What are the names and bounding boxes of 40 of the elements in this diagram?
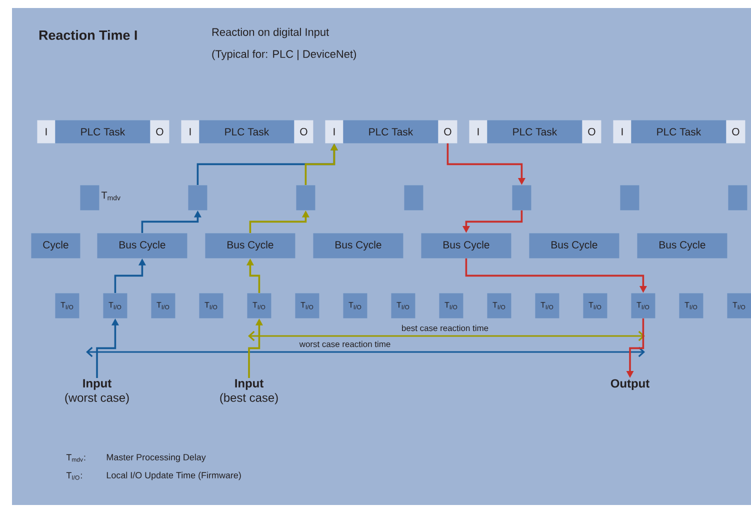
timing-block: PLC Task: [55, 120, 150, 144]
timing-block: Bus Cycle: [205, 233, 296, 258]
io-label: Input (best case): [220, 379, 278, 404]
io-block: I: [181, 120, 200, 144]
timing-block: Bus Cycle: [313, 233, 404, 258]
delay-block: [512, 185, 532, 210]
delay-block: [296, 185, 316, 210]
delay-block: [188, 185, 208, 210]
io-block: I: [37, 120, 56, 144]
timing-block: Cycle: [31, 233, 80, 258]
timing-block: PLC Task: [343, 120, 438, 144]
delay-block: [404, 185, 424, 210]
io-label: Output: [610, 379, 650, 390]
timing-block: PLC Task: [487, 120, 582, 144]
timing-block: PLC Task: [199, 120, 294, 144]
timing-block: Bus Cycle: [97, 233, 188, 258]
io-block: O: [726, 120, 746, 144]
timing-block: PLC Task: [631, 120, 726, 144]
delay-block: [728, 185, 748, 210]
delay-block: [620, 185, 640, 210]
io-label: Input (worst case): [65, 379, 129, 404]
delay-block: [80, 185, 100, 210]
io-block: I: [325, 120, 344, 144]
title: Reaction Time I: [39, 30, 137, 40]
key-symbol: T$_{mdv}$:: [66, 454, 86, 462]
io-block: O: [582, 120, 602, 144]
subtitle: (Typical for: PLC | DeviceNet): [212, 50, 356, 60]
key-text: Master Processing Delay: [106, 454, 206, 462]
io-block: O: [150, 120, 170, 144]
io-block: I: [469, 120, 488, 144]
delay-label: T$_{mdv}$: [101, 192, 120, 200]
key-symbol: T$_{I/O}$:: [66, 472, 82, 480]
subtitle: Reaction on digital Input: [212, 28, 329, 38]
timing-block: Bus Cycle: [529, 233, 620, 258]
io-block: I: [613, 120, 632, 144]
io-block: O: [294, 120, 314, 144]
timing-block: Bus Cycle: [637, 233, 728, 258]
io-block: O: [438, 120, 458, 144]
key-text: Local I/O Update Time (Firmware): [106, 472, 241, 480]
timing-block: Bus Cycle: [421, 233, 512, 258]
